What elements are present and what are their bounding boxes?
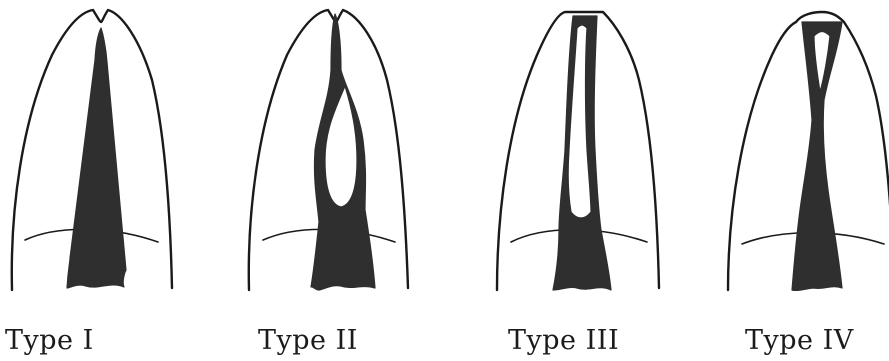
tooth-type-1-drawing xyxy=(0,0,200,300)
type-2-label: Type II xyxy=(258,326,358,356)
tooth-type-2 xyxy=(235,0,435,300)
root-canal xyxy=(311,14,375,290)
root-canal xyxy=(792,22,842,291)
tooth-type-1 xyxy=(0,0,200,300)
type-4-label: Type IV xyxy=(745,326,854,356)
root-canal xyxy=(67,28,126,288)
type-3-label: Type III xyxy=(508,326,619,356)
tooth-type-3 xyxy=(485,0,685,300)
tooth-type-4 xyxy=(718,0,889,300)
tooth-type-2-drawing xyxy=(235,0,435,300)
tooth-type-3-drawing xyxy=(485,0,685,300)
type-1-label: Type I xyxy=(5,326,94,356)
root-canal xyxy=(553,16,611,290)
tooth-type-4-drawing xyxy=(718,0,889,300)
